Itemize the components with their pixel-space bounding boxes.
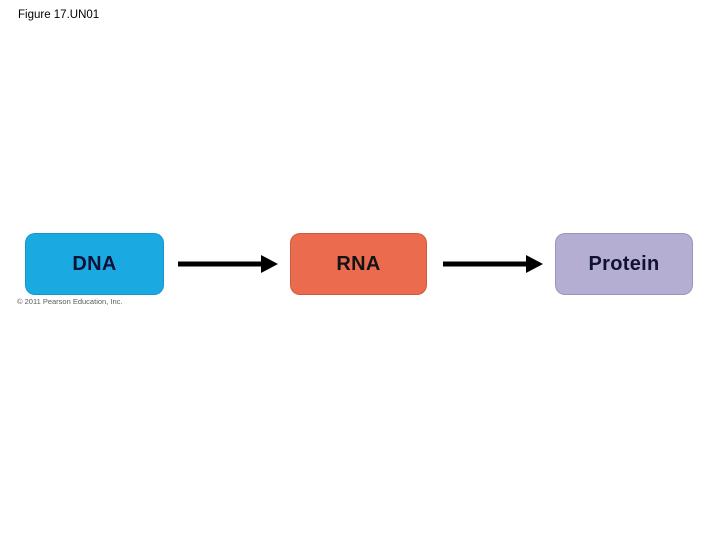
- node-dna: DNA: [25, 233, 164, 295]
- arrow-dna-to-rna-icon: [178, 255, 278, 273]
- node-dna-label: DNA: [72, 252, 117, 275]
- node-rna-label: RNA: [336, 252, 381, 275]
- node-protein-label: Protein: [588, 252, 660, 275]
- node-rna: RNA: [290, 233, 427, 295]
- copyright-text: © 2011 Pearson Education, Inc.: [17, 297, 123, 306]
- arrow-rna-to-protein-icon: [443, 255, 543, 273]
- node-protein: Protein: [555, 233, 693, 295]
- figure-label: Figure 17.UN01: [18, 9, 100, 21]
